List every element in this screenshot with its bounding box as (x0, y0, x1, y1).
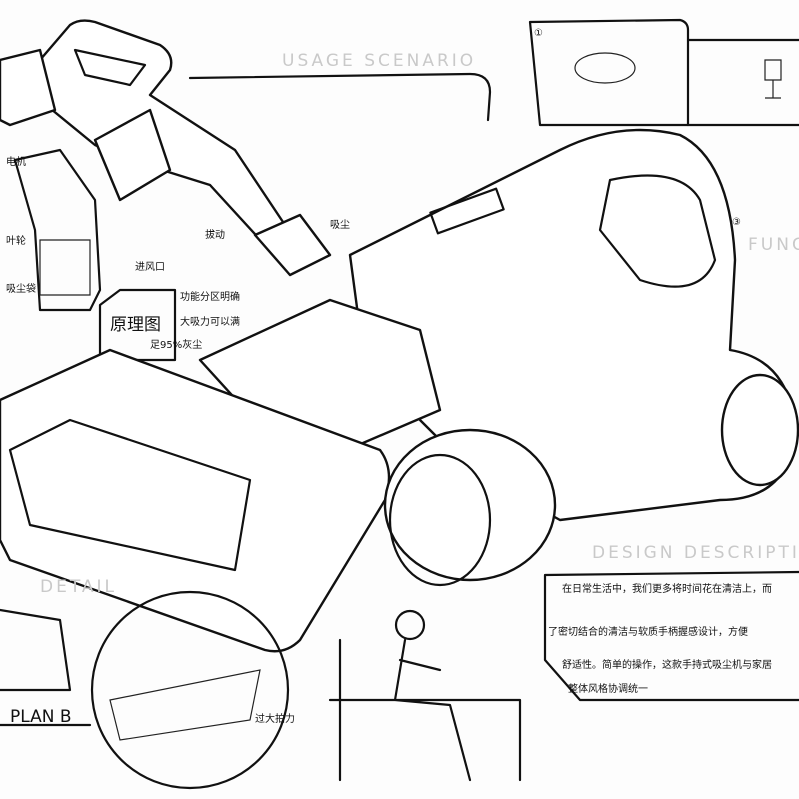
label-impeller: 叶轮 (6, 234, 26, 247)
usage-scenario-panel (188, 72, 492, 122)
person-on-sofa (328, 638, 522, 782)
exhaust-port (720, 373, 799, 487)
description-line-3: 舒适性。简单的操作，这款手持式吸尘机与家居 (562, 658, 772, 671)
dust-canister (383, 428, 557, 582)
floor-head-inlet (8, 418, 252, 572)
description-line-2: 了密切结合的清洁与软质手柄握感设计，方便 (548, 625, 748, 638)
dust-bag (39, 239, 91, 296)
principle-title-box (98, 288, 177, 362)
label-air-inlet: 进风口 (135, 261, 165, 273)
step1-marker: ① (534, 28, 543, 39)
label-motor: 电机 (6, 155, 26, 168)
vacuum-floor-head (0, 348, 391, 653)
detail-heading: DETAIL (40, 577, 117, 597)
function-heading: FUNCTI (748, 235, 799, 255)
principle-diagram-body (13, 148, 102, 312)
vacuum-nozzle (253, 213, 332, 277)
power-switch (429, 187, 505, 235)
callout-slide: 拔动 (205, 228, 225, 241)
detail-magnifier-circle (90, 590, 290, 790)
function-panel (686, 38, 799, 127)
callout-suction: 吸尘 (330, 219, 350, 231)
note-2: 大吸力可以满 (180, 315, 240, 328)
wine-glass (764, 59, 782, 99)
main-handle-opening (598, 174, 717, 288)
usage-scenario-heading: USAGE SCENARIO (282, 51, 476, 71)
handle-grip-hole (73, 48, 147, 87)
step1-circle (574, 52, 636, 84)
callout-force: 过大拍力 (255, 712, 295, 725)
vacuum-main-body (348, 128, 797, 522)
principle-title: 原理图 (110, 315, 161, 335)
description-line-1: 在日常生活中，我们更多将时间花在清洁上，而 (562, 582, 772, 595)
design-description-heading: DESIGN DESCRIPTION (592, 543, 799, 563)
vacuum-grip-vents (93, 108, 172, 202)
detail-closeup (109, 669, 261, 741)
plan-b-sketch (0, 608, 72, 692)
description-line-4: 整体风格协调统一 (568, 682, 648, 695)
plan-b-label: PLAN B (10, 707, 72, 727)
design-description-box (543, 570, 799, 702)
label-dust-bag: 吸尘袋 (6, 282, 36, 295)
person-head (394, 609, 426, 641)
step3-marker: ③ (732, 217, 741, 228)
note-3: 足95%灰尘 (150, 338, 202, 351)
vacuum-head-small (0, 48, 57, 127)
note-1: 功能分区明确 (180, 290, 240, 303)
canister-cap (388, 453, 492, 587)
step1-panel (528, 18, 690, 127)
